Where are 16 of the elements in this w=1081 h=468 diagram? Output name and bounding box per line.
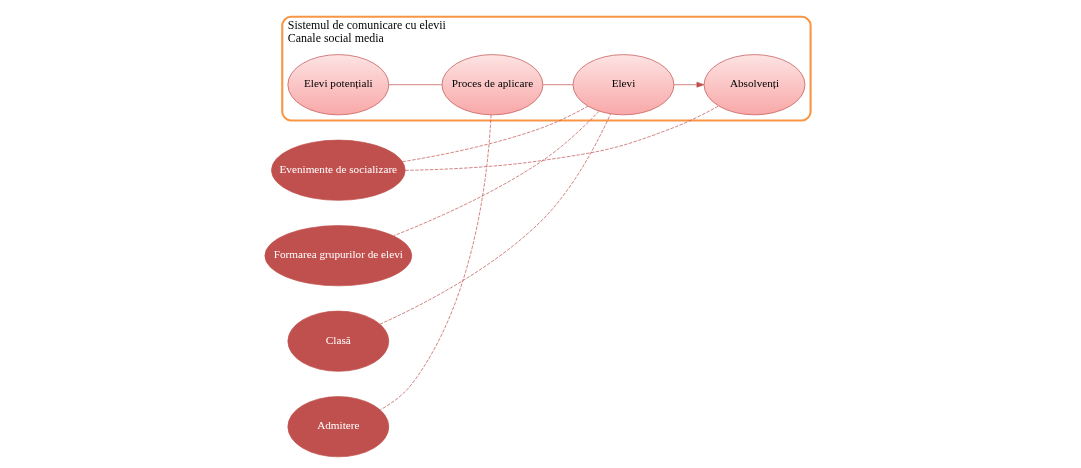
connector <box>379 114 492 411</box>
connector <box>542 84 574 86</box>
connector <box>393 110 600 237</box>
node-ellipse: Elevi potențiali <box>287 54 390 116</box>
node-ellipse: Elevi <box>572 54 675 116</box>
node-ellipse: Clasă <box>287 310 390 372</box>
arrow <box>673 81 705 88</box>
node-ellipse: Formarea grupurilor de elevi <box>264 225 413 287</box>
connector <box>402 105 589 163</box>
connector <box>405 105 719 171</box>
node-ellipse: Absolvenți <box>703 54 806 116</box>
node-ellipse: Admitere <box>287 396 390 458</box>
node-ellipse: Evenimente de socializare <box>271 139 406 201</box>
node-ellipse: Proces de aplicare <box>441 54 544 116</box>
connector <box>379 113 611 325</box>
connector <box>388 84 443 86</box>
